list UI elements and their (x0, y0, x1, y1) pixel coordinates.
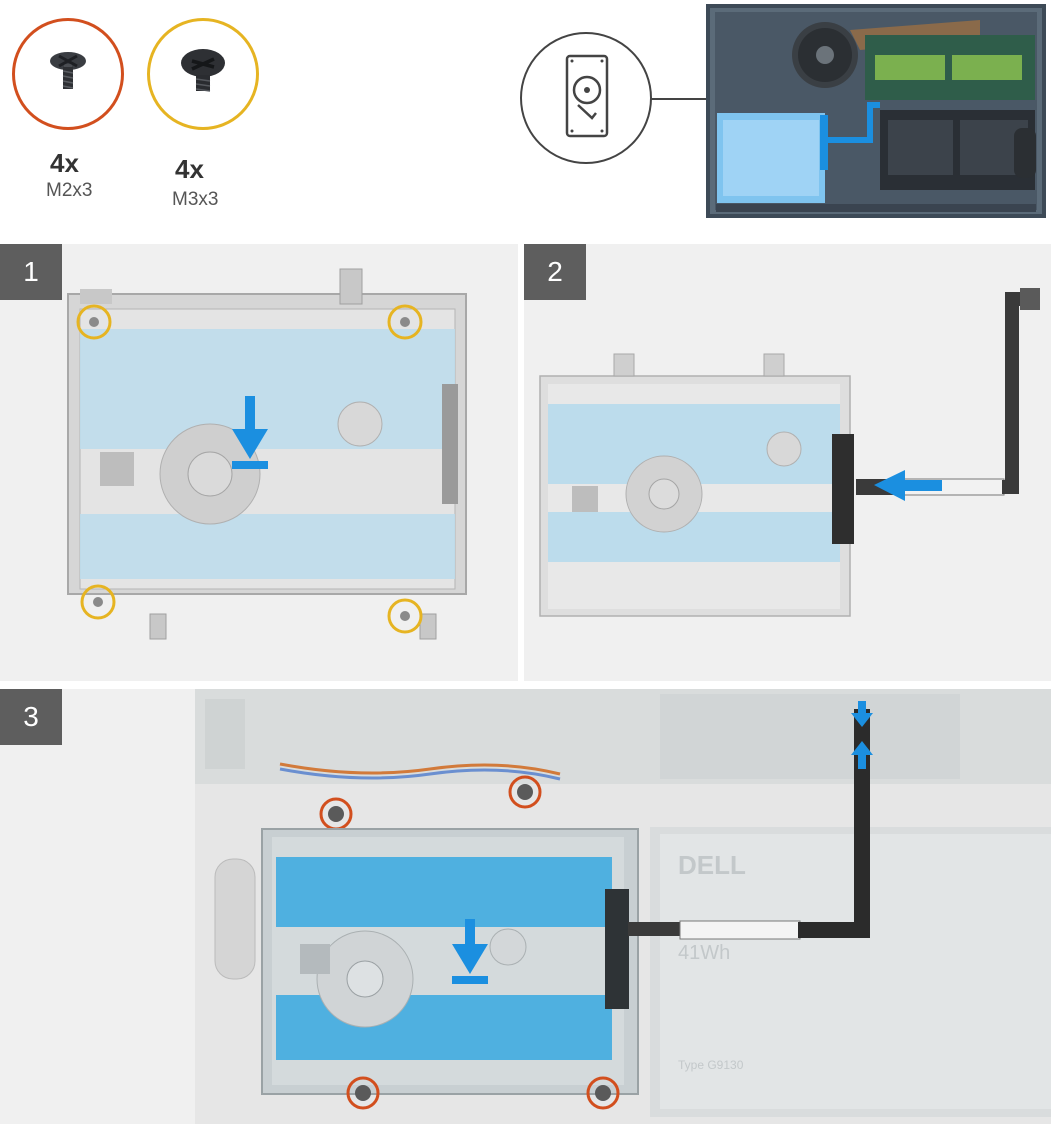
step-3-illustration: DELL 41Wh Type G9130 (0, 689, 1051, 1124)
battery-capacity-label: 41Wh (678, 942, 730, 964)
step-2-illustration (524, 244, 1051, 681)
step-1-illustration (0, 244, 518, 681)
hard-drive-icon (521, 33, 651, 163)
screw-m3x3-icon (150, 21, 256, 127)
step-3-panel: 3 DEL (0, 689, 1051, 1124)
battery-type-label: Type G9130 (678, 1058, 744, 1072)
screw-m2x3-icon (15, 21, 121, 127)
screw-m3x3-quantity: 4x (175, 154, 204, 185)
screw-m2x3-size: M2x3 (46, 180, 92, 202)
screw-m3x3-ring (147, 18, 259, 130)
screw-m3x3-size: M3x3 (172, 189, 218, 211)
step-2-panel: 2 (524, 244, 1051, 681)
battery-brand-label: DELL (678, 850, 746, 880)
screw-m2x3-quantity: 4x (50, 148, 79, 179)
laptop-overview (520, 0, 1051, 225)
step-1-panel: 1 (0, 244, 518, 681)
screw-m2x3-ring (12, 18, 124, 130)
